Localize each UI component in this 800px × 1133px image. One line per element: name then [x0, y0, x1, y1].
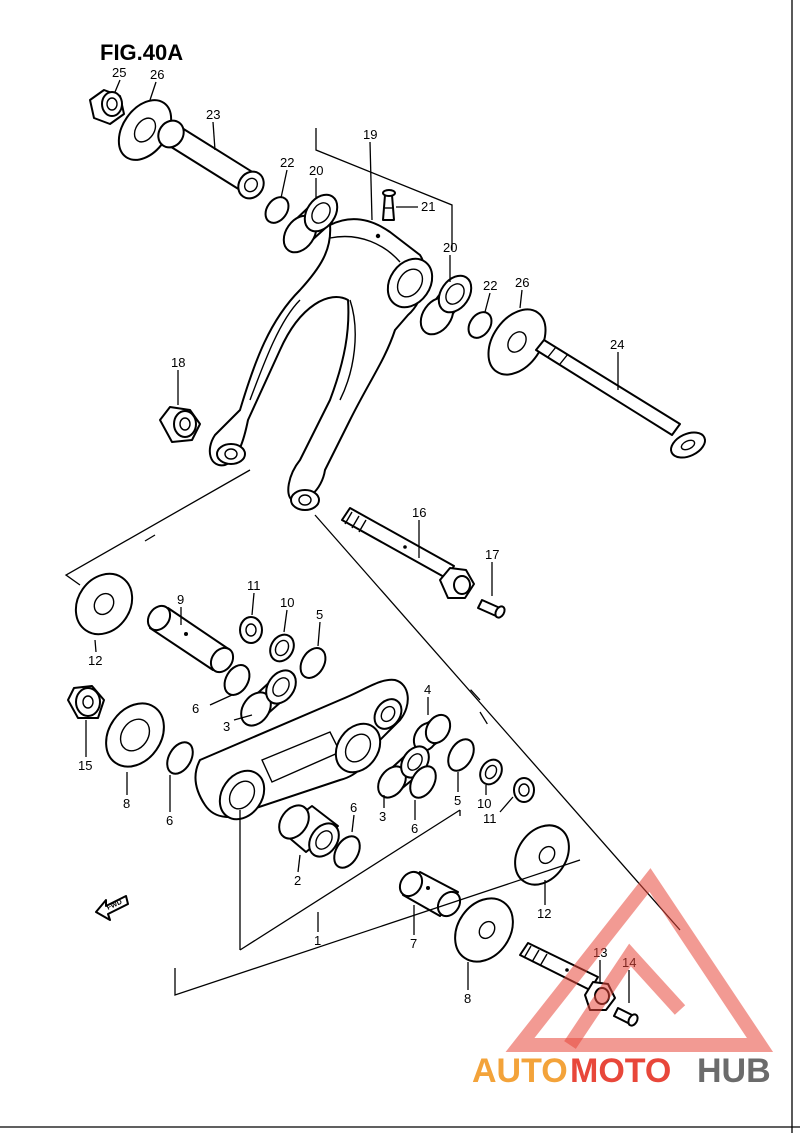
part-7-sleeve[interactable] — [395, 868, 464, 921]
callout-6-c: 6 — [350, 800, 357, 815]
part-26-washer-right[interactable] — [477, 299, 558, 386]
part-14-grease-nipple[interactable] — [613, 1007, 639, 1027]
callout-19: 19 — [363, 127, 377, 142]
part-5-oring-left[interactable] — [295, 644, 330, 683]
callout-10-left: 10 — [280, 595, 294, 610]
watermark-m-icon — [564, 943, 686, 1049]
callout-5-left: 5 — [316, 607, 323, 622]
part-6-oring-b[interactable] — [162, 738, 198, 778]
callout-12-left: 12 — [88, 653, 102, 668]
part-23-sleeve[interactable] — [153, 116, 269, 204]
part-19-cushion-lever[interactable] — [208, 218, 441, 511]
part-24-bolt[interactable] — [535, 339, 709, 463]
dash-lever-left — [144, 534, 156, 542]
callout-16: 16 — [412, 505, 426, 520]
callout-8-left: 8 — [123, 796, 130, 811]
callout-18: 18 — [171, 355, 185, 370]
callout-6-d: 6 — [411, 821, 418, 836]
callout-11-left: 11 — [247, 578, 261, 593]
watermark-logo: AUTO MOTO HUB — [472, 868, 774, 1090]
part-22-oring-left[interactable] — [261, 193, 293, 227]
callout-1: 1 — [314, 933, 321, 948]
leader-lever-left — [64, 469, 251, 586]
part-6-oring-d[interactable] — [329, 832, 365, 872]
part-6-oring-c[interactable] — [405, 762, 441, 802]
part-21-grease-nipple[interactable] — [382, 189, 396, 221]
watermark-text-moto: MOTO — [570, 1052, 671, 1090]
callout-7: 7 — [410, 936, 417, 951]
part-3-bearing-left[interactable] — [235, 665, 302, 731]
callout-leaders — [85, 79, 630, 1003]
callout-4: 4 — [424, 682, 431, 697]
part-10-seal-right[interactable] — [476, 756, 506, 789]
callout-2: 2 — [294, 873, 301, 888]
part-15-nut[interactable] — [67, 685, 105, 719]
dash-lower-right — [479, 711, 489, 726]
part-22-oring-right[interactable] — [464, 308, 496, 342]
part-8-washer-left[interactable] — [94, 692, 176, 778]
part-3-bearing-right[interactable] — [372, 741, 434, 803]
watermark-text-hub: HUB — [697, 1052, 771, 1090]
part-6-oring-a[interactable] — [219, 661, 254, 700]
callout-3-right: 3 — [379, 809, 386, 824]
bracket-19-group — [315, 128, 453, 250]
callout-21: 21 — [421, 199, 435, 214]
callout-9: 9 — [177, 592, 184, 607]
watermark-text-auto: AUTO — [472, 1052, 568, 1090]
part-16-bolt[interactable] — [341, 507, 475, 599]
callout-20-right: 20 — [443, 240, 457, 255]
figure-title: FIG.40A — [100, 40, 183, 65]
part-26-washer-left[interactable] — [108, 90, 182, 169]
callout-8-right: 8 — [464, 991, 471, 1006]
callout-22-right: 22 — [483, 278, 497, 293]
part-4-spacer[interactable] — [409, 711, 455, 756]
callout-23: 23 — [206, 107, 220, 122]
callout-3-left: 3 — [223, 719, 230, 734]
callout-17: 17 — [485, 547, 499, 562]
part-17-grease-nipple[interactable] — [477, 599, 506, 619]
part-9-sleeve[interactable] — [143, 602, 237, 677]
part-20-bearing-right[interactable] — [414, 270, 478, 341]
part-25-nut[interactable] — [89, 89, 125, 125]
part-10-seal-left[interactable] — [265, 630, 298, 665]
part-1-cushion-rod[interactable] — [194, 678, 409, 828]
part-12-washer-left[interactable] — [64, 563, 143, 645]
leader-lever-right — [314, 514, 681, 931]
callout-11-right: 11 — [483, 811, 497, 826]
part-18-nut[interactable] — [159, 406, 201, 443]
part-5-oring-right[interactable] — [443, 735, 479, 775]
callout-15: 15 — [78, 758, 92, 773]
part-11-cap-right[interactable] — [513, 777, 535, 803]
callout-numbers: 25 26 23 19 22 20 21 20 22 26 24 18 16 1… — [78, 65, 636, 1006]
callout-20-left: 20 — [309, 163, 323, 178]
callout-6-b: 6 — [166, 813, 173, 828]
callout-24: 24 — [610, 337, 624, 352]
part-20-bearing-left[interactable] — [277, 189, 344, 259]
part-12-washer-right[interactable] — [504, 815, 580, 895]
part-8-washer-right[interactable] — [443, 887, 525, 973]
watermark-triangle-icon — [505, 868, 774, 1052]
callout-22-left: 22 — [280, 155, 294, 170]
callout-26-right: 26 — [515, 275, 529, 290]
part-11-cap-left[interactable] — [239, 616, 263, 644]
callout-5-right: 5 — [454, 793, 461, 808]
callout-10-right: 10 — [477, 796, 491, 811]
callout-6-a: 6 — [192, 701, 199, 716]
callout-25: 25 — [112, 65, 126, 80]
bracket-1-diag — [239, 809, 461, 951]
dash-lever-right — [469, 688, 481, 701]
part-2-bearing[interactable] — [273, 800, 345, 862]
bracket-lower-group — [174, 859, 581, 996]
callout-12-right: 12 — [537, 906, 551, 921]
callout-26-left: 26 — [150, 67, 164, 82]
fwd-arrow-icon: FWD — [95, 895, 129, 921]
